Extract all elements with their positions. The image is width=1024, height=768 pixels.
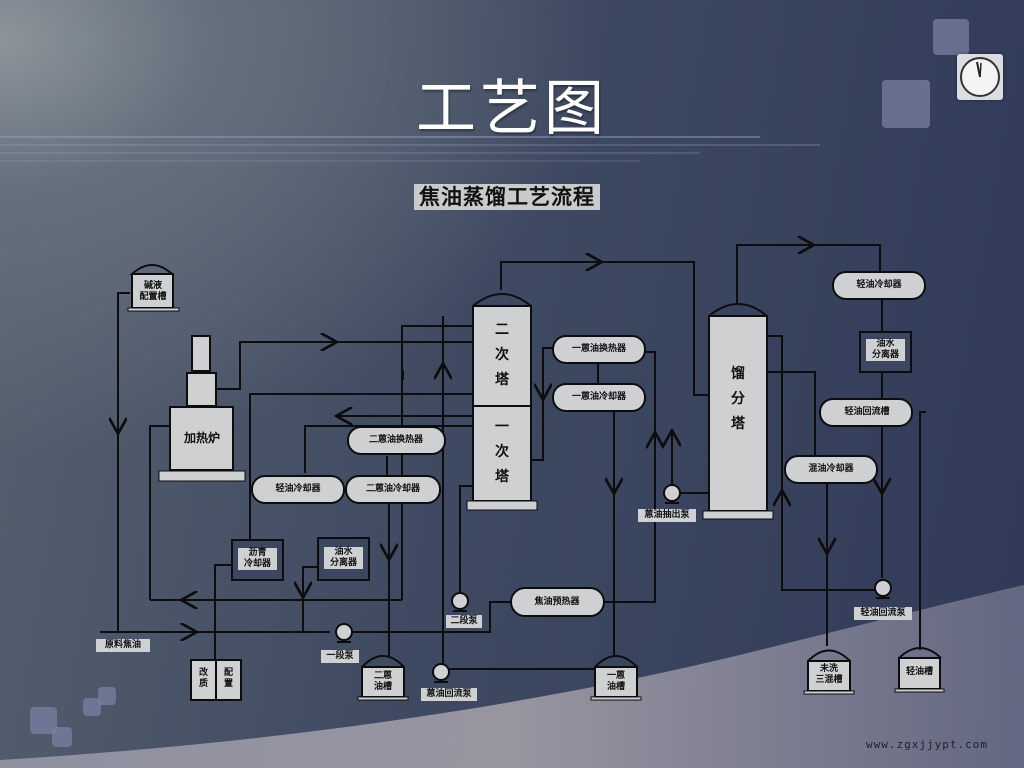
- light-oil-reflux-pump-label: 轻油回流泵: [854, 607, 912, 620]
- light-oil-cooler-left-label: 轻油冷却器: [266, 479, 330, 500]
- stage1-pump-label: 一段泵: [321, 650, 359, 663]
- modification-label: 改 质: [195, 668, 212, 690]
- pump-icon: [451, 592, 469, 612]
- anthracene-draw-pump-label: 蒽油抽出泵: [638, 509, 696, 522]
- light-oil-reflux-tank-label: 轻油回流槽: [836, 402, 898, 423]
- decor-square: [98, 687, 116, 705]
- pipe: [401, 325, 472, 600]
- pipe: [249, 393, 472, 540]
- pipe: [214, 564, 233, 680]
- i-anthracene-tank-label: 一蒽 油槽: [599, 671, 633, 693]
- ii-anthracene-cooler-label: 二蒽油冷却器: [360, 479, 426, 500]
- pipe: [459, 485, 472, 592]
- furnace-label: 加热炉: [183, 431, 220, 445]
- pipe: [149, 425, 170, 600]
- pitch-cooler-label: 沥青 冷却器: [238, 548, 277, 570]
- secondary-tower-label: 二 次 塔: [495, 322, 509, 388]
- header-stripe: [0, 136, 760, 138]
- light-oil-cooler-right-label: 轻油冷却器: [847, 275, 911, 296]
- clock-icon: [957, 54, 1003, 100]
- footer-url: www.zgxjjypt.com: [866, 738, 988, 751]
- pipe: [216, 341, 472, 390]
- pump-icon: [874, 579, 892, 599]
- ii-anthracene-heat-exchanger-label: 二蒽油换热器: [362, 430, 430, 451]
- pipe: [532, 347, 554, 461]
- decor-square: [933, 19, 969, 55]
- pipe: [919, 411, 926, 650]
- pipe: [768, 335, 875, 591]
- unwashed-mixed-tank-label: 未洗 三混槽: [810, 664, 848, 686]
- i-anthracene-cooler-label: 一蒽油冷却器: [567, 387, 631, 408]
- diagram-title: 焦油蒸馏工艺流程: [414, 184, 600, 210]
- decor-square: [83, 698, 101, 716]
- primary-tower-label: 一 次 塔: [495, 419, 509, 485]
- pump-icon: [432, 663, 450, 683]
- light-oil-tank-label: 轻油槽: [902, 667, 937, 678]
- configuration-label: 配 置: [220, 668, 237, 690]
- oil-water-separator-right-label: 油水 分离器: [866, 339, 905, 361]
- furnace-vessel: [158, 335, 246, 482]
- header-stripe: [0, 160, 640, 162]
- pipe: [500, 261, 710, 396]
- alkali-tank-label: 碱液 配置槽: [136, 281, 170, 303]
- raw-tar-label: 原料焦油: [96, 639, 150, 652]
- ii-anthracene-tank-label: 二蒽 油槽: [366, 671, 400, 693]
- header-stripe: [0, 152, 700, 154]
- mixed-oil-cooler-label: 混油冷却器: [800, 459, 862, 480]
- fractionation-tower-label: 馏 分 塔: [731, 366, 745, 432]
- flow-lines: [100, 245, 926, 680]
- fractionation-tower-vessel: [702, 303, 774, 520]
- header-stripe: [0, 144, 820, 146]
- pump-icon: [663, 484, 681, 504]
- stage2-pump-label: 二段泵: [446, 615, 482, 628]
- decor-square: [882, 80, 930, 128]
- tar-preheater-label: 焦油预热器: [525, 591, 589, 613]
- pipe: [352, 601, 512, 633]
- oil-water-separator-left-label: 油水 分离器: [324, 547, 363, 569]
- i-anthracene-heat-exchanger-label: 一蒽油换热器: [567, 339, 631, 360]
- slide-title: 工艺图: [416, 74, 608, 144]
- pipe: [604, 351, 656, 603]
- pipe: [768, 371, 816, 456]
- anthracene-reflux-pump-label: 蒽油回流泵: [421, 688, 477, 701]
- pump-icon: [335, 623, 353, 643]
- main-tower-vessel: [466, 293, 538, 511]
- decor-square: [52, 727, 72, 747]
